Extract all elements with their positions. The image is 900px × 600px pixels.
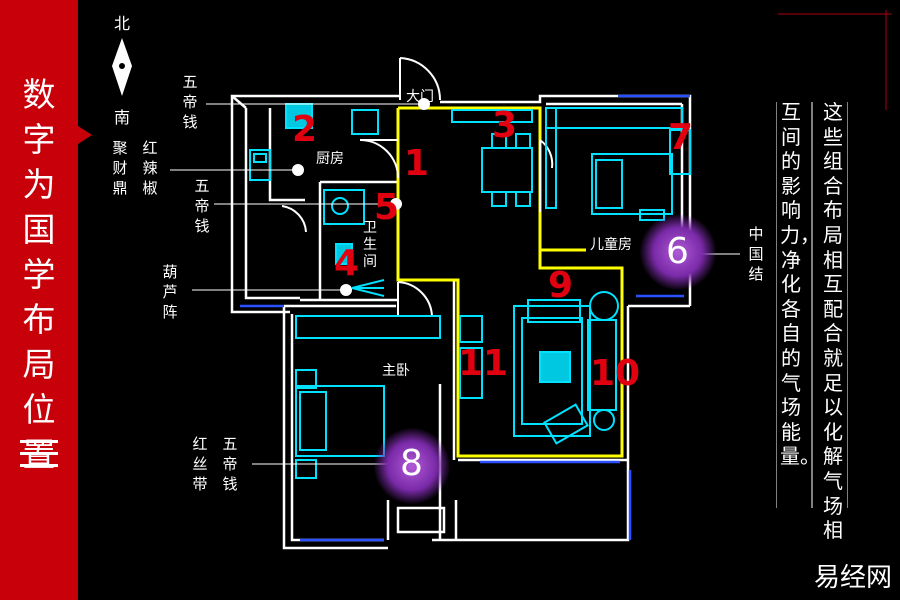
furniture bbox=[249, 103, 691, 479]
title-suffix-line-1 bbox=[20, 440, 58, 443]
room-master-bedroom: 主卧 bbox=[382, 363, 410, 379]
windows bbox=[240, 94, 690, 542]
glow-6 bbox=[640, 214, 716, 290]
note-box: 这些组合布局相互配合就足以化解气场相 互间的影响力，净化各自的气场能量。 bbox=[776, 100, 848, 542]
marker-8: 8 bbox=[400, 443, 423, 484]
compass-north: 北 bbox=[114, 14, 131, 33]
callout-kitchen-pot: 聚财鼎 bbox=[112, 139, 128, 197]
room-kids: 儿童房 bbox=[590, 237, 632, 253]
compass-south: 南 bbox=[114, 108, 131, 127]
glow-8 bbox=[374, 428, 450, 504]
title-suffix-line-3 bbox=[20, 464, 58, 467]
marker-7: 7 bbox=[668, 117, 694, 158]
marker-4: 4 bbox=[334, 243, 360, 284]
room-entrance: 大门 bbox=[406, 89, 434, 105]
marker-1: 1 bbox=[404, 143, 430, 184]
callout-kitchen-pepper: 红辣椒 bbox=[142, 139, 158, 197]
callout-chinese-knot: 中国结 bbox=[748, 225, 764, 283]
marker-5: 5 bbox=[374, 187, 400, 228]
brand-watermark: 易经网 bbox=[813, 563, 892, 593]
callout-dots bbox=[292, 98, 430, 296]
callout-red-silk: 红丝带 bbox=[192, 435, 208, 493]
marker-9: 9 bbox=[548, 265, 574, 306]
callout-gourd: 葫芦阵 bbox=[162, 263, 178, 321]
callout-kitchen-coins: 五帝钱 bbox=[194, 177, 210, 235]
note-line-1: 这些组合布局相互配合就足以化解气场相 bbox=[823, 100, 843, 543]
room-kitchen: 厨房 bbox=[316, 151, 344, 167]
compass-icon bbox=[112, 38, 132, 96]
doors bbox=[281, 57, 554, 420]
marker-2: 2 bbox=[292, 109, 318, 150]
room-bathroom: 卫生间 bbox=[363, 220, 377, 270]
marker-3: 3 bbox=[492, 105, 518, 146]
marker-6: 6 bbox=[666, 231, 689, 272]
sidebar-pointer-arrow bbox=[78, 126, 92, 144]
marker-11: 11 bbox=[458, 343, 509, 384]
callout-bed-coins: 五帝钱 bbox=[222, 435, 238, 493]
marker-10: 10 bbox=[590, 353, 641, 394]
sidebar-title: 数字为国学布局位置 bbox=[22, 75, 56, 474]
title-sidebar: 数字为国学布局位置 bbox=[0, 0, 78, 600]
note-rules bbox=[776, 102, 848, 508]
callout-door-coins: 五帝钱 bbox=[182, 73, 198, 131]
title-suffix-line-2 bbox=[20, 452, 58, 455]
